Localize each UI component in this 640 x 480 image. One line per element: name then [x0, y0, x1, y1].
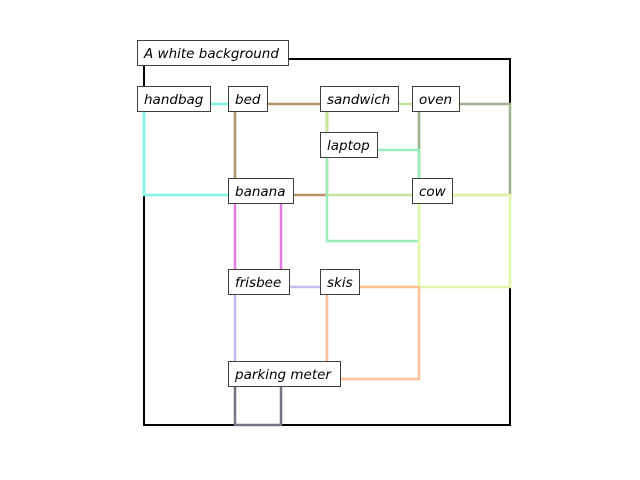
label-bed: bed [228, 86, 268, 112]
label-laptop: laptop [320, 132, 378, 158]
label-oven: oven [412, 86, 460, 112]
label-frisbee: frisbee [228, 269, 290, 295]
label-banana: banana [228, 178, 294, 204]
handbag-box [142, 102, 237, 197]
label-cow: cow [412, 178, 453, 204]
cow-box [417, 193, 512, 289]
caption-label: A white background [137, 40, 289, 66]
label-sandwich: sandwich [320, 86, 399, 112]
skis-box [325, 285, 421, 381]
label-parking-meter: parking meter [228, 361, 341, 387]
label-skis: skis [320, 269, 360, 295]
label-handbag: handbag [137, 86, 211, 112]
